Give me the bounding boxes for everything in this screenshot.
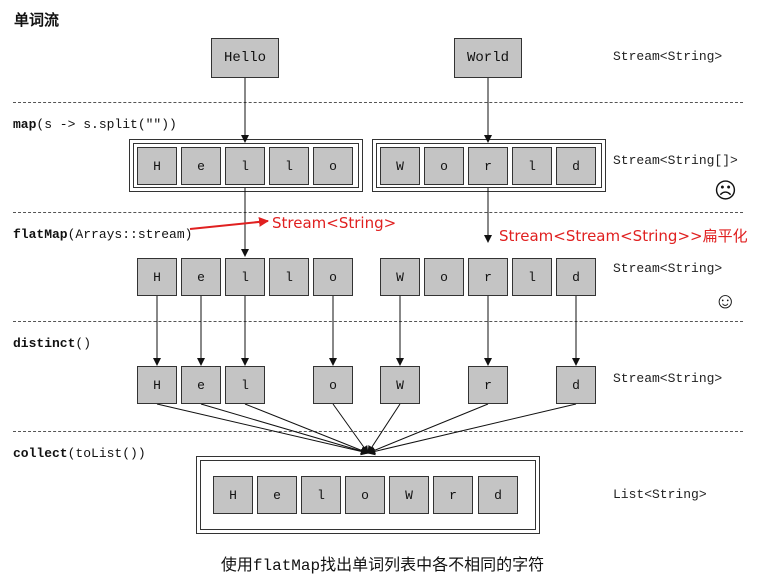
map-char-box: o — [313, 147, 353, 185]
arrow-distinct-to-collect — [367, 403, 489, 455]
arrow-distinct-to-collect — [200, 403, 369, 455]
type-label-flatmap: Stream<String> — [613, 261, 723, 276]
arrow-distinct-to-collect — [332, 403, 369, 454]
map-char-box: l — [225, 147, 265, 185]
diagram-title: 单词流 — [14, 11, 60, 29]
figure-caption: 使用flatMap找出单词列表中各不相同的字符 — [0, 551, 765, 575]
map-char-box: r — [468, 147, 508, 185]
annotation-flatten: Stream<Stream<String>>扁平化 — [499, 227, 748, 245]
distinct-char-box: W — [380, 366, 420, 404]
arrows-distinct-to-collect — [156, 403, 577, 456]
word-box-world: World — [454, 38, 522, 78]
stage-flatmap-args: (Arrays::stream) — [67, 227, 193, 242]
arrow-distinct-to-collect — [244, 403, 369, 455]
flat-char-box: H — [137, 258, 177, 296]
type-label-source: Stream<String> — [613, 49, 723, 64]
sad-face-icon: ☹ — [714, 178, 737, 203]
arrow-distinct-to-collect — [156, 403, 369, 456]
annotation-stream-string: Stream<String> — [272, 214, 397, 232]
annotation-arrow — [189, 216, 269, 230]
flat-char-box: l — [512, 258, 552, 296]
stage-distinct-name: distinct — [13, 336, 76, 351]
stage-collect: collect(toList()) — [13, 446, 146, 461]
divider-2 — [13, 212, 743, 213]
flat-char-box: l — [269, 258, 309, 296]
distinct-char-box: r — [468, 366, 508, 404]
stage-map: map(s -> s.split("")) — [13, 117, 177, 132]
flat-char-box: l — [225, 258, 265, 296]
arrow-distinct-to-collect — [367, 403, 401, 454]
distinct-char-box: d — [556, 366, 596, 404]
stage-map-name: map — [13, 117, 37, 132]
flat-char-box: e — [181, 258, 221, 296]
word-box-hello: Hello — [211, 38, 279, 78]
caption-before: 使用 — [220, 555, 253, 574]
map-char-box: l — [512, 147, 552, 185]
flat-char-box: o — [313, 258, 353, 296]
flat-char-box: o — [424, 258, 464, 296]
flat-char-box: r — [468, 258, 508, 296]
result-char-box: o — [345, 476, 385, 514]
happy-face-icon: ☺ — [714, 288, 737, 313]
map-char-box: W — [380, 147, 420, 185]
stage-map-args: (s -> s.split("")) — [36, 117, 177, 132]
distinct-char-box: H — [137, 366, 177, 404]
map-char-box: d — [556, 147, 596, 185]
result-char-box: H — [213, 476, 253, 514]
caption-code: flatMap — [252, 557, 321, 575]
type-label-map: Stream<String[]> — [613, 153, 738, 168]
stage-flatmap: flatMap(Arrays::stream) — [13, 227, 192, 242]
divider-1 — [13, 102, 743, 103]
stage-flatmap-name: flatMap — [13, 227, 68, 242]
type-label-distinct: Stream<String> — [613, 371, 723, 386]
result-char-box: l — [301, 476, 341, 514]
result-char-box: W — [389, 476, 429, 514]
result-char-box: r — [433, 476, 473, 514]
map-char-box: l — [269, 147, 309, 185]
stage-distinct-args: () — [75, 336, 92, 351]
stage-collect-name: collect — [13, 446, 68, 461]
caption-after: 找出单词列表中各不相同的字符 — [320, 555, 545, 574]
result-char-box: e — [257, 476, 297, 514]
stage-distinct: distinct() — [13, 336, 91, 351]
result-char-box: d — [478, 476, 518, 514]
divider-4 — [13, 431, 743, 432]
stage-collect-args: (toList()) — [67, 446, 146, 461]
distinct-char-box: l — [225, 366, 265, 404]
map-char-box: o — [424, 147, 464, 185]
type-label-collect: List<String> — [613, 487, 707, 502]
flat-char-box: W — [380, 258, 420, 296]
arrows-flatmap-to-distinct — [153, 296, 580, 366]
map-char-box: e — [181, 147, 221, 185]
distinct-char-box: e — [181, 366, 221, 404]
flat-char-box: d — [556, 258, 596, 296]
distinct-char-box: o — [313, 366, 353, 404]
map-char-box: H — [137, 147, 177, 185]
arrow-distinct-to-collect — [367, 403, 577, 456]
divider-3 — [13, 321, 743, 322]
